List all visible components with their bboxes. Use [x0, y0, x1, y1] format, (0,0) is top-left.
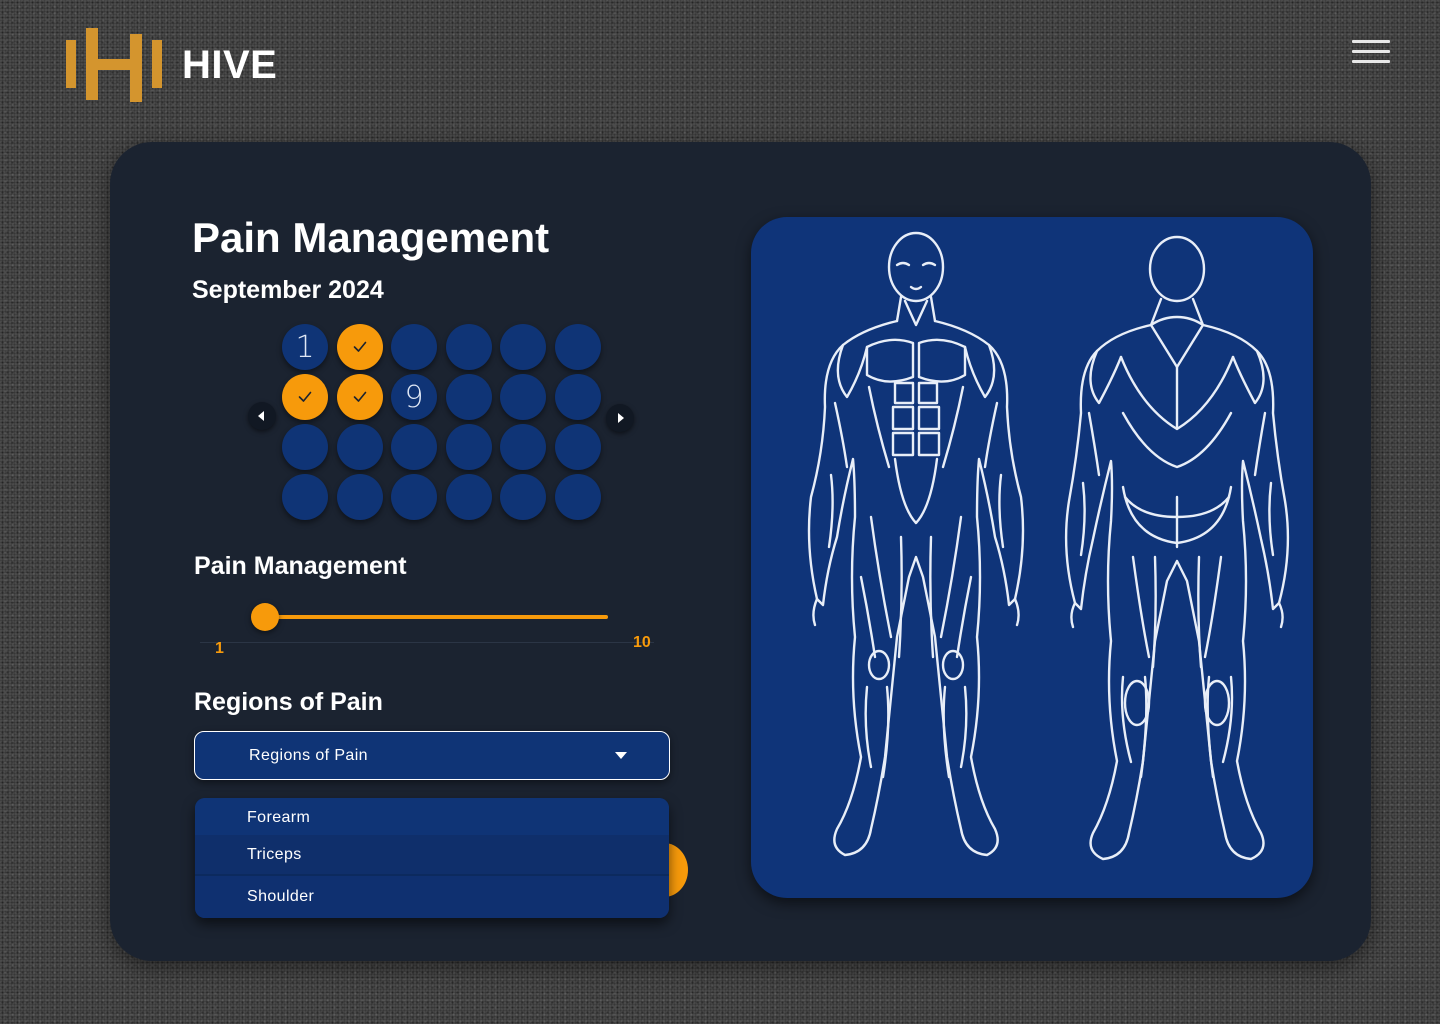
calendar-day[interactable]: [554, 424, 601, 470]
menu-line: [1352, 50, 1390, 53]
calendar-month-label: September 2024: [192, 276, 384, 304]
calendar-prev-button[interactable]: [248, 402, 276, 430]
calendar-day[interactable]: [500, 374, 546, 420]
calendar-day[interactable]: [282, 424, 328, 470]
calendar-day[interactable]: [391, 474, 437, 520]
brand-name: HIVE: [182, 42, 278, 87]
chevron-left-icon: [258, 411, 264, 421]
menu-line: [1352, 60, 1390, 63]
calendar-day[interactable]: [445, 474, 492, 520]
region-option-triceps[interactable]: Triceps: [195, 835, 669, 876]
calendar-day[interactable]: [336, 424, 383, 470]
checkmark-icon: [353, 391, 366, 402]
chevron-right-icon: [618, 413, 624, 423]
calendar-day[interactable]: [500, 424, 546, 470]
region-option-forearm[interactable]: Forearm: [195, 798, 669, 835]
calendar-day[interactable]: [554, 324, 601, 370]
calendar-day[interactable]: [554, 474, 601, 520]
calendar-day-completed[interactable]: [282, 374, 328, 420]
slider-thumb[interactable]: [251, 603, 279, 631]
calendar-day[interactable]: [282, 474, 328, 520]
calendar-day-number: 1: [295, 329, 315, 365]
calendar-day[interactable]: [336, 474, 383, 520]
calendar-day[interactable]: [391, 424, 437, 470]
slider-max-label: 10: [633, 634, 651, 651]
calendar-day-completed[interactable]: [336, 324, 383, 370]
calendar-next-button[interactable]: [606, 404, 634, 432]
slider-rail-line: [200, 642, 654, 643]
menu-line: [1352, 40, 1390, 43]
muscle-anatomy-front-back-icon: [807, 231, 1290, 861]
calendar-day-completed[interactable]: [336, 374, 383, 420]
regions-select-value: Regions of Pain: [249, 746, 368, 764]
region-option-shoulder[interactable]: Shoulder: [195, 876, 669, 918]
calendar-day[interactable]: 1: [282, 324, 328, 370]
pain-level-title: Pain Management: [194, 552, 407, 580]
page-title: Pain Management: [192, 214, 550, 261]
caret-down-icon: [615, 752, 627, 759]
calendar-day[interactable]: [445, 324, 492, 370]
calendar-day[interactable]: 9: [391, 374, 437, 420]
hamburger-menu-icon[interactable]: [1352, 40, 1390, 70]
brand-logo[interactable]: HIVE: [66, 28, 277, 102]
calendar-day-number: 9: [404, 379, 424, 415]
hive-logo-icon: [66, 28, 162, 102]
body-map-panel[interactable]: [751, 217, 1313, 898]
checkmark-icon: [298, 391, 312, 402]
regions-title: Regions of Pain: [194, 688, 383, 716]
calendar-day[interactable]: [445, 424, 492, 470]
calendar-day[interactable]: [445, 374, 492, 420]
regions-dropdown-list: Forearm Triceps Shoulder: [195, 798, 669, 918]
regions-select[interactable]: Regions of Pain: [194, 731, 670, 780]
slider-fill: [265, 615, 608, 619]
calendar-day[interactable]: [500, 324, 546, 370]
calendar-day[interactable]: [500, 474, 546, 520]
calendar-day[interactable]: [391, 324, 437, 370]
calendar-day[interactable]: [554, 374, 601, 420]
checkmark-icon: [353, 341, 366, 352]
pain-level-slider[interactable]: [251, 603, 608, 631]
slider-min-label: 1: [215, 640, 224, 657]
